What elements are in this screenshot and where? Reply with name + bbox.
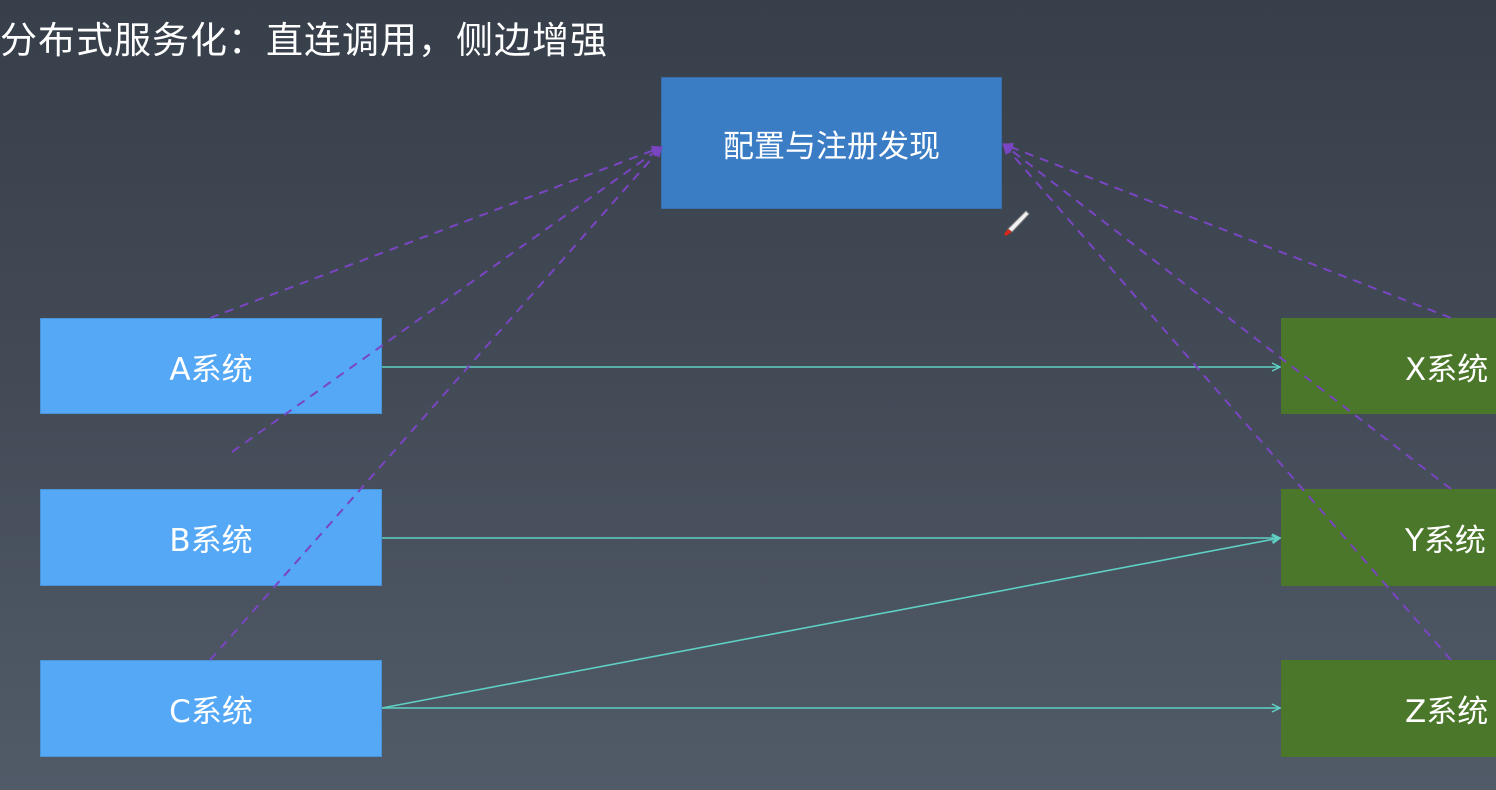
provider-z-box[interactable]: Z系统 xyxy=(1281,660,1496,757)
consumer-b-label: B系统 xyxy=(169,523,253,559)
pen-cursor-icon xyxy=(1004,210,1030,236)
page-title: 分布式服务化：直连调用，侧边增强 xyxy=(0,19,608,62)
provider-x-box[interactable]: X系统 xyxy=(1281,318,1496,414)
provider-y-label: Y系统 xyxy=(1405,523,1486,559)
consumer-b-box[interactable]: B系统 xyxy=(40,489,382,586)
edge-a-to-registry xyxy=(209,145,663,319)
consumer-c-box[interactable]: C系统 xyxy=(40,660,382,757)
provider-x-label: X系统 xyxy=(1405,351,1489,388)
edge-x-to-registry xyxy=(1002,142,1452,319)
edge-c-to-y xyxy=(381,538,1280,709)
edge-y-to-registry xyxy=(1002,143,1452,490)
provider-z-label: Z系统 xyxy=(1405,694,1489,730)
direct-call-lines xyxy=(381,367,1280,709)
consumer-a-box[interactable]: A系统 xyxy=(40,318,382,414)
registry-box[interactable]: 配置与注册发现 xyxy=(661,77,1002,209)
registry-link-lines xyxy=(209,142,1452,661)
consumer-c-label: C系统 xyxy=(169,694,253,730)
consumer-a-label: A系统 xyxy=(169,351,253,388)
registry-label: 配置与注册发现 xyxy=(723,128,940,165)
provider-y-box[interactable]: Y系统 xyxy=(1281,489,1496,586)
